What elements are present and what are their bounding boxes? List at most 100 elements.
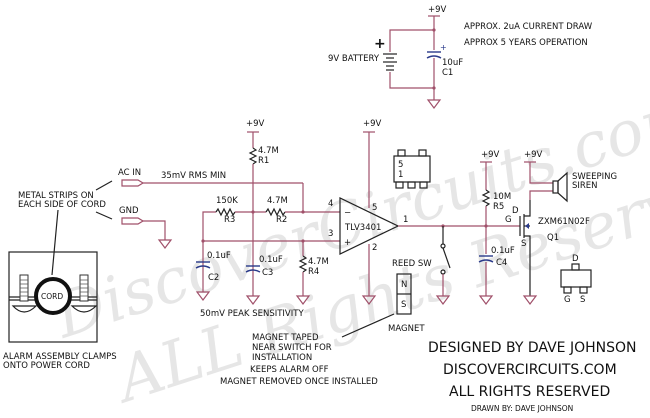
vcc-label-top: +9V	[428, 5, 447, 15]
vcc-label: +9V	[524, 150, 543, 160]
c1-capacitor: +	[426, 43, 447, 59]
r1-resistor	[248, 147, 258, 165]
magnet-note-5: MAGNET REMOVED ONCE INSTALLED	[220, 377, 378, 387]
c4-ref: C4	[496, 258, 507, 268]
svg-text:+: +	[440, 43, 447, 52]
battery-symbol	[383, 53, 397, 71]
ground-icon	[522, 295, 538, 305]
c3-ref: C3	[262, 268, 273, 278]
current-note: APPROX. 2uA CURRENT DRAW	[464, 22, 593, 32]
sot23-package: D G S	[560, 254, 592, 305]
siren-speaker-icon	[552, 171, 568, 203]
r2-resistor	[265, 207, 286, 217]
cord-label: CORD	[41, 292, 63, 301]
battery-label: 9V BATTERY	[328, 54, 380, 64]
magnet-note-2: NEAR SWITCH FOR	[252, 343, 332, 353]
gnd-label: GND	[119, 206, 139, 216]
r3-value: 150K	[216, 196, 238, 206]
r3-ref: R3	[224, 215, 235, 225]
r3-resistor	[215, 207, 236, 217]
ground-icon	[478, 295, 494, 305]
sot-d: D	[572, 254, 579, 264]
r5-ref: R5	[493, 202, 504, 212]
tlv3401-comparator	[339, 197, 400, 255]
ac-in-connector	[121, 179, 145, 187]
siren-label-1: SWEEPING	[572, 172, 617, 182]
pin-3: 3	[328, 229, 333, 239]
credit-designed: DESIGNED BY DAVE JOHNSON	[428, 340, 637, 356]
ground-icon	[426, 99, 442, 109]
comparator-section: +9V 4.7M R1 150K R3 4.7M R2 0.1uF C2 0.1…	[195, 119, 408, 319]
ground-icon	[295, 295, 311, 305]
r1-value: 4.7M	[258, 146, 279, 156]
q1-g: G	[505, 215, 512, 225]
pin-4: 4	[328, 199, 333, 209]
r2-value: 4.7M	[267, 196, 288, 206]
r2-ref: R2	[276, 215, 287, 225]
q1-s: S	[521, 239, 526, 249]
c1-ref: C1	[442, 68, 453, 78]
c4-value: 0.1uF	[491, 246, 515, 256]
r4-ref: R4	[308, 267, 319, 277]
q1-d: D	[512, 206, 519, 216]
clamp-note-2: ONTO POWER CORD	[3, 361, 90, 371]
years-note: APPROX 5 YEARS OPERATION	[464, 38, 588, 48]
magnet-note-4: KEEPS ALARM OFF	[250, 365, 329, 375]
sot-s: S	[580, 295, 585, 305]
minus-sign: −	[344, 208, 351, 218]
strips-note-2: EACH SIDE OF CORD	[18, 200, 106, 210]
q1-ref: Q1	[547, 233, 559, 243]
vcc-label: +9V	[363, 119, 382, 129]
clamp-note-1: ALARM ASSEMBLY CLAMPS	[3, 352, 117, 362]
pin-2: 2	[372, 243, 377, 253]
credit-rights: ALL RIGHTS RESERVED	[449, 384, 610, 400]
magnet-note-1: MAGNET TAPED	[252, 333, 319, 343]
c2-ref: C2	[208, 273, 219, 283]
power-section: +9V + 9V BATTERY + 10uF C1 APPROX. 2uA C…	[328, 5, 593, 109]
magnet-s: S	[401, 300, 406, 310]
mosfet-q1	[519, 200, 531, 296]
u1-part: TLV3401	[344, 223, 381, 233]
pin-1: 1	[403, 215, 408, 225]
battery-plus: +	[374, 36, 386, 52]
r1-ref: R1	[258, 156, 269, 166]
magnet-n: N	[401, 280, 407, 290]
sot-g: G	[564, 295, 571, 305]
pkg-pin-1: 1	[398, 170, 403, 180]
vcc-label: +9V	[246, 119, 265, 129]
gnd-connector	[121, 217, 145, 225]
ac-in-label: AC IN	[118, 168, 141, 178]
pin-5: 5	[372, 203, 377, 213]
clamp-assembly: CORD	[8, 251, 98, 343]
ground-icon	[157, 239, 173, 249]
c2-value: 0.1uF	[207, 251, 231, 261]
siren-label-2: SIREN	[572, 181, 598, 191]
r5-resistor	[481, 189, 491, 207]
c1-value: 10uF	[442, 58, 463, 68]
signal-label: 35mV RMS MIN	[161, 171, 226, 181]
credit-site: DISCOVERCIRCUITS.COM	[443, 362, 617, 378]
ground-icon	[361, 295, 377, 305]
ground-icon	[245, 295, 261, 305]
r5-value: 10M	[493, 192, 511, 202]
output-section: REED SW +9V 10M R5 0.1uF C4 D G S ZXM61N…	[392, 150, 617, 305]
ground-icon	[195, 291, 211, 301]
reed-label: REED SW	[392, 259, 432, 269]
r4-value: 4.7M	[308, 257, 329, 267]
r4-resistor	[298, 255, 308, 273]
q1-part: ZXM61N02F	[538, 217, 590, 227]
vcc-label: +9V	[481, 150, 500, 160]
magnet-label: MAGNET	[388, 324, 425, 334]
ground-icon	[435, 295, 451, 305]
plus-sign: +	[344, 238, 351, 248]
pkg-pin-5: 5	[398, 160, 403, 170]
sot23-5-package: 5 1	[393, 149, 431, 189]
input-section: AC IN 35mV RMS MIN GND METAL STRIPS ON E…	[18, 168, 303, 276]
cord-icon	[34, 277, 72, 315]
magnet: N S MAGNET	[341, 273, 425, 338]
credit-drawn: DRAWN BY: DAVE JOHNSON	[471, 404, 573, 413]
strips-note-1: METAL STRIPS ON	[18, 191, 94, 201]
magnet-note-3: INSTALLATION	[252, 353, 312, 363]
sensitivity-note: 50mV PEAK SENSITIVITY	[200, 309, 304, 319]
